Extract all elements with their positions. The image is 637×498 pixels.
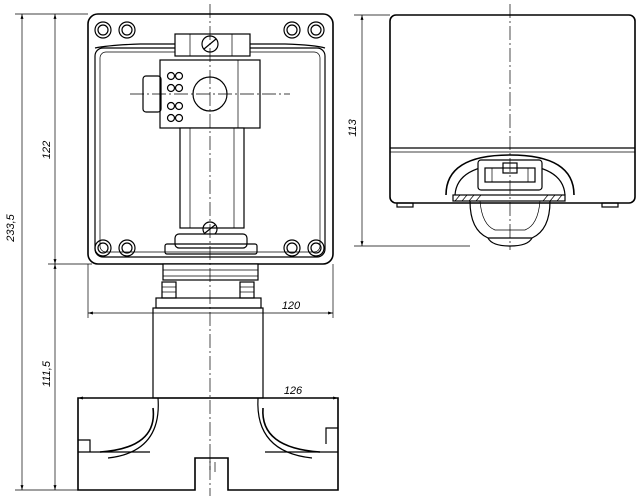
top-bracket bbox=[174, 33, 251, 57]
dim-total-height: 233,5 bbox=[5, 213, 17, 242]
dim-side-height: 113 bbox=[347, 118, 359, 136]
right-fitting bbox=[239, 281, 255, 299]
mounting-hole-bottom-left bbox=[94, 239, 136, 257]
dim-box-height: 122 bbox=[41, 141, 53, 159]
mounting-hole-bottom-right bbox=[283, 239, 325, 257]
dim-box-width: 120 bbox=[282, 300, 301, 312]
dim-lower-height: 111,5 bbox=[41, 360, 53, 387]
base-plate bbox=[77, 397, 339, 491]
process-connection bbox=[162, 263, 259, 281]
side-fitting bbox=[469, 200, 551, 239]
bellows-column bbox=[179, 127, 245, 229]
side-housing bbox=[389, 14, 636, 204]
dimension-lines bbox=[15, 13, 338, 491]
left-fitting bbox=[161, 281, 177, 299]
side-boss bbox=[445, 154, 575, 196]
side-view bbox=[354, 4, 636, 250]
mounting-hole-top-right bbox=[283, 21, 325, 39]
dim-base-width: 126 bbox=[284, 385, 303, 397]
front-view bbox=[77, 4, 339, 496]
lower-body bbox=[152, 307, 264, 399]
mounting-hole-top-left bbox=[94, 21, 136, 39]
